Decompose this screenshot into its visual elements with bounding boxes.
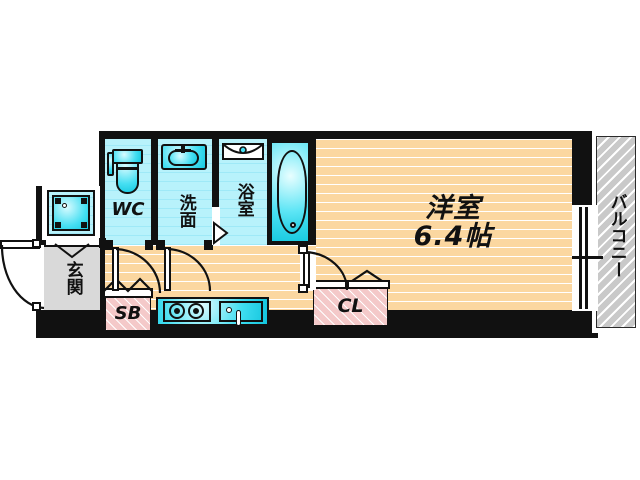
yokushitsu-label: 浴室 [233, 183, 254, 217]
sink-drain-icon [226, 307, 232, 313]
room-door-hinge-top [298, 245, 308, 254]
entrance-hinge-bottom [32, 302, 41, 311]
wall-joint-wc-senmen [151, 139, 158, 245]
room-door-hinge-bottom [298, 284, 308, 293]
wall-hall-north [99, 238, 106, 248]
washer-corner-bl [55, 222, 61, 228]
entrance-hinge-top [32, 239, 41, 248]
wc-door-jamb-left [105, 240, 113, 250]
bath-door-icon[interactable] [213, 220, 229, 246]
washer-drain-icon [62, 203, 67, 208]
closet-folding-door-icon[interactable] [351, 269, 383, 282]
washroom-door-panel[interactable] [164, 247, 171, 291]
washitsu-name: 洋室 [425, 193, 481, 225]
wc-label: WC [111, 198, 145, 220]
closet-door-panel-right[interactable] [347, 280, 390, 289]
bathtub-inner-icon [277, 150, 307, 234]
gas-stove-icon [163, 301, 211, 322]
washbasin-faucet-bar [175, 149, 191, 152]
washer-corner-br [81, 222, 87, 228]
shoebox-label: SB [114, 302, 142, 324]
genkan-label: 玄関 [62, 261, 83, 295]
closet-area [313, 288, 388, 326]
wall-joint-senmen-bath [212, 139, 219, 207]
room-door-swing-arc [304, 250, 349, 291]
stove-burners-icon [169, 303, 204, 319]
balcony-area [596, 136, 636, 328]
bath-vanity-basin-icon [223, 144, 263, 154]
senmen-label: 洗面 [175, 194, 196, 228]
washitsu-area: 6.4帖 [413, 221, 493, 252]
shoebox-door-panel[interactable] [103, 288, 153, 298]
balcony-door-marker-h [557, 256, 603, 259]
toilet-side-tank-icon [107, 152, 114, 176]
washitsu-label-group: 洋室 6.4帖 [388, 182, 518, 264]
wc-door-swing-arc [115, 247, 162, 294]
sink-faucet-icon [236, 310, 241, 326]
washroom-door-swing-arc [167, 247, 212, 292]
shoebox-area [105, 297, 151, 331]
entrance-door-opening [30, 245, 44, 310]
washer-corner-tl [55, 198, 61, 204]
kitchen-sink-icon [219, 301, 263, 322]
bathtub-drain-icon [290, 222, 296, 228]
wc-door-jamb-right [145, 240, 153, 250]
wc-door-panel[interactable] [112, 247, 119, 291]
wall-room-west [308, 139, 316, 245]
toilet-flush-line [117, 167, 137, 170]
balcony-label: バルコニー [606, 192, 627, 278]
washroom-door-jamb-right [204, 240, 213, 250]
closet-label: CL [337, 295, 364, 318]
washroom-door-jamb-left [156, 240, 165, 250]
genkan-step-notch [54, 243, 90, 259]
washer-corner-tr [81, 198, 87, 204]
